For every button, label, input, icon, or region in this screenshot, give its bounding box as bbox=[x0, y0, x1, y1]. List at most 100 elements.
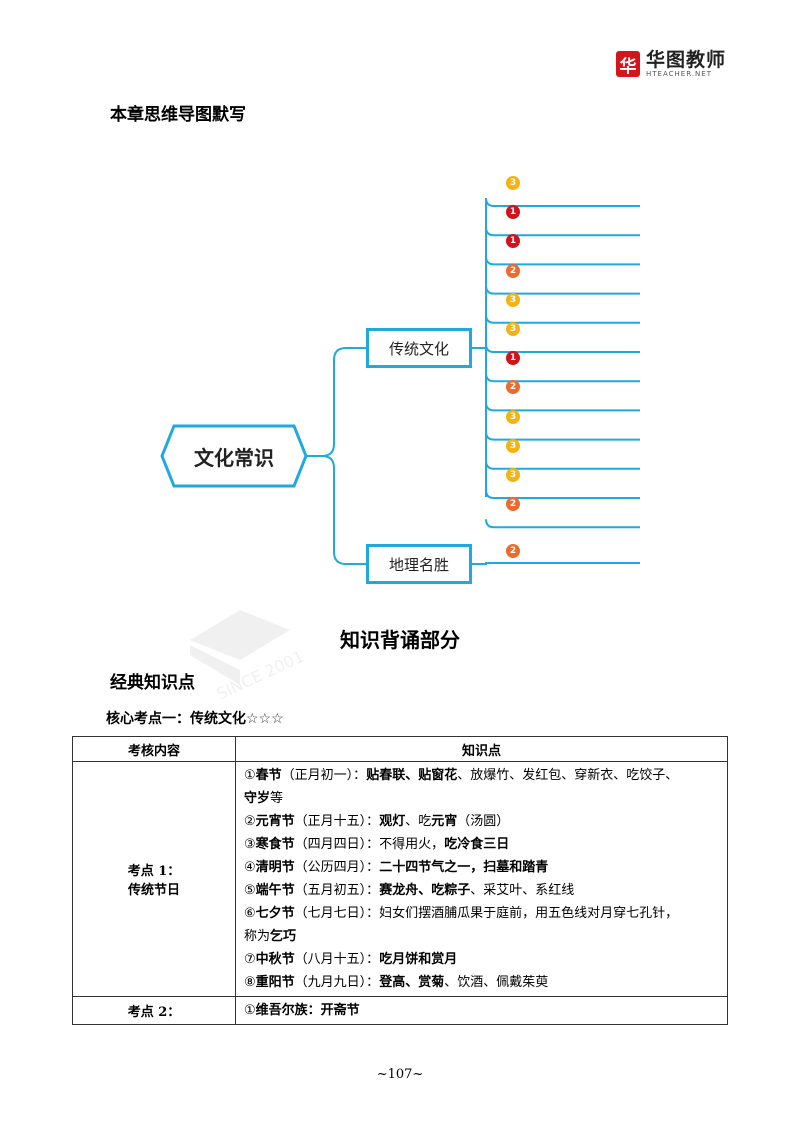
logo: 华 华图教师 HTEACHER.NET bbox=[616, 50, 726, 78]
table-header-cell: 考核内容 bbox=[72, 736, 236, 762]
logo-text: 华图教师 HTEACHER.NET bbox=[646, 50, 726, 78]
root-node-label: 文化常识 bbox=[194, 445, 274, 470]
text-span: 、吃 bbox=[405, 814, 432, 829]
key-term: 春节 bbox=[255, 768, 282, 783]
leaf-connector bbox=[485, 343, 640, 353]
text-span: （汤圆） bbox=[457, 814, 510, 829]
knowledge-line: ①维吾尔族：开斋节 bbox=[244, 999, 719, 1022]
sub-title: 经典知识点 bbox=[110, 673, 195, 693]
text-span: ① bbox=[244, 768, 256, 783]
priority-badge: 1 bbox=[506, 351, 520, 366]
star-rating: ☆☆☆ bbox=[246, 711, 284, 727]
knowledge-line: ③寒食节（四月四日）：不得用火，吃冷食三日 bbox=[244, 833, 719, 856]
key-term: 七夕节 bbox=[255, 906, 295, 921]
leaf-connector bbox=[485, 314, 640, 324]
leaf-connector bbox=[485, 227, 640, 237]
knowledge-line: 称为乞巧 bbox=[244, 925, 719, 948]
logo-name: 华图教师 bbox=[646, 49, 727, 71]
key-term: 重阳节 bbox=[255, 975, 295, 990]
leaf-connector bbox=[485, 373, 640, 383]
branch-node-traditional-culture: 传统文化 bbox=[366, 328, 472, 368]
leaf-connector bbox=[485, 256, 640, 266]
knowledge-line: ⑦中秋节（八月十五）：吃月饼和赏月 bbox=[244, 948, 719, 971]
leaf-connector bbox=[485, 431, 640, 441]
topic-label: 考点 2： bbox=[127, 1005, 181, 1020]
text-span: （正月初一）： bbox=[281, 768, 367, 783]
key-term: 元宵 bbox=[431, 814, 458, 829]
topic-label: 考点 1： bbox=[127, 864, 181, 879]
knowledge-cell: ①维吾尔族：开斋节 bbox=[235, 996, 728, 1025]
logo-mark-icon: 华 bbox=[616, 51, 640, 77]
key-term: 中秋节 bbox=[255, 952, 295, 967]
topic-cell: 考点 2： bbox=[72, 996, 236, 1025]
leaf-connector bbox=[485, 197, 640, 207]
text-span: （五月初五）： bbox=[294, 883, 380, 898]
key-term: 赛龙舟、吃粽子 bbox=[379, 883, 471, 898]
key-term: 乞巧 bbox=[270, 929, 297, 944]
priority-badge: 3 bbox=[506, 292, 520, 307]
priority-badge: 1 bbox=[506, 234, 520, 249]
table-row: 考点 2： ①维吾尔族：开斋节 bbox=[72, 996, 728, 1025]
text-span: 称为 bbox=[244, 929, 271, 944]
key-term: 守岁 bbox=[244, 791, 271, 806]
knowledge-line: 守岁等 bbox=[244, 787, 719, 810]
priority-badge: 3 bbox=[506, 322, 520, 336]
text-span: ③ bbox=[244, 837, 256, 852]
leaf-connector bbox=[485, 402, 640, 412]
priority-badge: 2 bbox=[506, 380, 520, 395]
text-span: （九月九日）： bbox=[294, 975, 380, 990]
key-term: 观灯 bbox=[379, 814, 406, 829]
topic-label: 传统节日 bbox=[127, 883, 180, 898]
root-node-shape bbox=[160, 424, 308, 488]
knowledge-line: ①春节（正月初一）：贴春联、贴窗花、放爆竹、发红包、穿新衣、吃饺子、 bbox=[244, 764, 719, 787]
text-span: 、放爆竹、发红包、穿新衣、吃饺子、 bbox=[457, 768, 679, 783]
text-span: ④ bbox=[244, 860, 256, 875]
text-span: ⑧ bbox=[244, 975, 256, 990]
logo-sub: HTEACHER.NET bbox=[646, 70, 712, 78]
priority-badge: 2 bbox=[506, 263, 520, 278]
key-term: 端午节 bbox=[255, 883, 295, 898]
text-span: （七月七日）：妇女们摆酒脯瓜果于庭前，用五色线对月穿七孔针， bbox=[294, 906, 679, 921]
key-term: 寒食节 bbox=[255, 837, 295, 852]
leaf-connector bbox=[485, 489, 640, 499]
leaf-connector bbox=[485, 285, 640, 295]
text-span: （四月四日）：不得用火， bbox=[294, 837, 445, 852]
branch-node-geography: 地理名胜 bbox=[366, 544, 472, 584]
priority-badge: 1 bbox=[506, 205, 520, 220]
priority-badge: 3 bbox=[506, 438, 520, 453]
key-term: 清明节 bbox=[255, 860, 295, 875]
text-span: ② bbox=[244, 814, 256, 829]
priority-badge: 3 bbox=[506, 176, 520, 190]
priority-badge: 2 bbox=[506, 544, 520, 558]
text-span: （八月十五）： bbox=[294, 952, 380, 967]
text-span: ⑥ bbox=[244, 906, 256, 921]
key-term: 吃冷食三日 bbox=[444, 837, 510, 852]
priority-badge: 3 bbox=[506, 409, 520, 424]
core-title: 核心考点一：传统文化☆☆☆ bbox=[106, 708, 284, 728]
priority-badge: 3 bbox=[506, 468, 520, 482]
key-term: 元宵节 bbox=[255, 814, 295, 829]
key-term: 登高、赏菊 bbox=[379, 975, 445, 990]
text-span: 、饮酒、佩戴茱萸 bbox=[444, 975, 549, 990]
topic-cell: 考点 1： 传统节日 bbox=[72, 761, 236, 997]
text-span: 、采艾叶、系红线 bbox=[470, 883, 575, 898]
text-span: （正月十五）： bbox=[294, 814, 380, 829]
text-span: ① bbox=[244, 1003, 256, 1018]
key-term: 维吾尔族：开斋节 bbox=[255, 1003, 360, 1018]
table-header-row: 考核内容 知识点 bbox=[72, 736, 728, 762]
section-title: 本章思维导图默写 bbox=[110, 105, 246, 125]
key-term: 贴春联、贴窗花 bbox=[366, 768, 458, 783]
leaf-connector bbox=[485, 519, 640, 529]
table-header-cell: 知识点 bbox=[235, 736, 728, 762]
knowledge-line: ⑧重阳节（九月九日）：登高、赏菊、饮酒、佩戴茱萸 bbox=[244, 971, 719, 994]
core-title-text: 核心考点一：传统文化 bbox=[106, 711, 246, 727]
page-number: ~107~ bbox=[376, 1067, 424, 1082]
text-span: （公历四月）： bbox=[294, 860, 380, 875]
text-span: 等 bbox=[270, 791, 284, 806]
key-term: 二十四节气之一，扫墓和踏青 bbox=[379, 860, 549, 875]
key-term: 吃月饼和赏月 bbox=[379, 952, 458, 967]
knowledge-line: ⑤端午节（五月初五）：赛龙舟、吃粽子、采艾叶、系红线 bbox=[244, 879, 719, 902]
